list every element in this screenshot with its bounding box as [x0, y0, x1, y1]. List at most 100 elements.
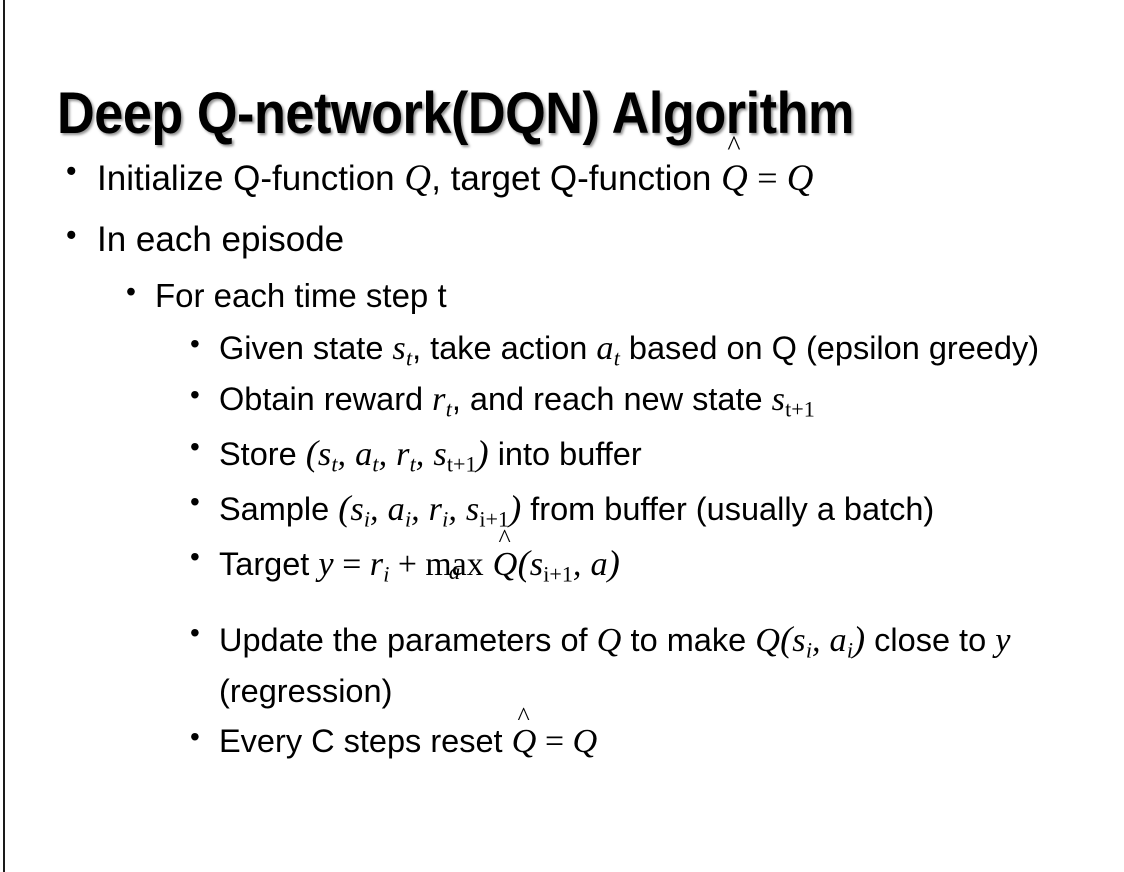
math-sub-i-plus-1: i+1: [479, 506, 510, 532]
math-var-s: s: [317, 435, 332, 474]
math-paren-close: ): [476, 433, 489, 474]
math-sub-t-plus-1: t+1: [785, 396, 815, 422]
math-sub-t: t: [445, 396, 452, 422]
math-comma: ,: [411, 489, 429, 528]
math-var-q-hat: Q^: [511, 703, 537, 767]
math-sub-t: t: [331, 451, 338, 477]
math-var-s: s: [771, 380, 786, 419]
math-var-a: a: [590, 544, 608, 583]
bullet-every-c-steps-reset: • Every C steps reset Q^ = Q: [0, 703, 1124, 768]
math-var-q2: Q: [755, 621, 781, 660]
bullet-dot-icon: •: [190, 327, 200, 359]
math-sub-i: i: [363, 506, 371, 532]
bullet-given-state-text: Given state st, take action at based on …: [219, 323, 1098, 375]
math-var-q-hat: Q^: [492, 526, 518, 590]
bullet-dot-icon: •: [126, 275, 136, 308]
math-var-s2: s: [465, 489, 480, 528]
math-comma: ,: [448, 489, 466, 528]
page-title: Deep Q-network(DQN) Algorithm: [57, 80, 855, 146]
math-paren-open: (: [338, 487, 351, 528]
math-var-a: a: [596, 328, 614, 367]
bullet-for-each-time-step-text: For each time step t: [155, 276, 447, 314]
math-var-q: Q: [572, 721, 598, 760]
bullet-dot-icon: •: [190, 540, 200, 572]
math-operator-max-subscript: a: [448, 558, 461, 584]
bullet-obtain-reward: • Obtain reward rt, and reach new state …: [0, 374, 1124, 426]
bullet-dot-icon: •: [190, 379, 200, 411]
text-run: (regression): [219, 673, 393, 710]
bullet-every-c-steps-reset-text: Every C steps reset Q^ = Q: [219, 703, 1098, 768]
text-run: from buffer (usually a batch): [521, 490, 935, 527]
text-run: close to: [865, 622, 996, 659]
math-operator-max-label: max: [425, 545, 484, 583]
math-comma: ,: [415, 435, 434, 474]
math-var-r: r: [396, 435, 410, 474]
bullet-in-each-episode-text: In each episode: [97, 219, 345, 259]
bullet-obtain-reward-text: Obtain reward rt, and reach new state st…: [219, 374, 1098, 426]
text-run: , and reach new state: [451, 381, 772, 418]
math-var-a: a: [829, 621, 847, 660]
math-sub-i: i: [805, 638, 812, 664]
bullet-in-each-episode: • In each episode: [0, 210, 1124, 270]
text-run: to make: [621, 622, 756, 659]
bullet-update-parameters: • Update the parameters of Q to make Q(s…: [0, 612, 1124, 716]
math-var-y: y: [995, 621, 1011, 660]
bullet-dot-icon: •: [190, 431, 200, 463]
math-var-q-hat: Q^: [721, 132, 748, 210]
bullet-dot-icon: •: [66, 218, 77, 252]
math-equals: =: [333, 545, 370, 583]
math-var-r: r: [428, 489, 443, 528]
text-run: Obtain reward: [219, 381, 433, 418]
slide-left-edge-rule: [3, 0, 5, 872]
bullet-sample: • Sample (si, ai, ri, si+1) from buffer …: [0, 481, 1124, 536]
bullet-for-each-time-step: • For each time step t: [0, 270, 1124, 323]
math-sub-i-plus-1: i+1: [543, 561, 573, 587]
math-sub-t: t: [405, 345, 413, 371]
text-run: Given state: [219, 329, 393, 366]
math-sub-t: t: [613, 345, 620, 371]
math-var-s2: s: [433, 435, 447, 474]
math-comma: ,: [378, 435, 397, 474]
math-comma: ,: [370, 489, 388, 528]
math-comma: ,: [572, 544, 591, 583]
math-var-y: y: [318, 544, 334, 583]
text-run: , take action: [412, 329, 597, 366]
bullet-dot-icon: •: [190, 720, 200, 752]
math-var-q: Q: [404, 157, 432, 198]
math-equals: =: [536, 722, 573, 760]
math-var-s: s: [792, 621, 806, 660]
math-var-r: r: [432, 380, 446, 419]
math-var-r: r: [369, 544, 384, 583]
math-paren-close: ): [509, 487, 522, 528]
slide-body: • Initialize Q-function Q, target Q-func…: [0, 132, 1124, 768]
text-run: into buffer: [488, 436, 642, 473]
math-var-q: Q: [596, 621, 622, 660]
math-sub-t: t: [372, 451, 379, 477]
math-var-q-base: Q: [721, 157, 748, 198]
math-sub-i: i: [846, 638, 853, 664]
text-run: based on Q (epsilon greedy): [619, 329, 1040, 366]
bullet-update-parameters-text: Update the parameters of Q to make Q(si,…: [219, 612, 1098, 716]
math-var-q-base: Q: [492, 544, 518, 583]
math-paren-open: (: [517, 542, 530, 583]
math-plus: +: [389, 545, 426, 583]
math-sub-i: i: [442, 506, 449, 532]
bullet-store: • Store (st, at, rt, st+1) into buffer: [0, 426, 1124, 481]
bullet-dot-icon: •: [66, 155, 77, 188]
math-paren-open: (: [780, 619, 793, 660]
math-paren-open: (: [305, 433, 318, 474]
math-paren-close: ): [607, 542, 620, 583]
math-sub-i: i: [404, 506, 412, 532]
bullet-given-state: • Given state st, take action at based o…: [0, 323, 1124, 375]
math-equals: =: [747, 158, 787, 198]
math-var-a: a: [387, 489, 405, 528]
text-run: Target: [219, 545, 319, 582]
text-run: Every C steps reset: [219, 722, 512, 759]
math-var-s: s: [529, 544, 544, 583]
bullet-initialize-text: Initialize Q-function Q, target Q-functi…: [97, 132, 1124, 210]
math-comma: ,: [811, 621, 830, 660]
math-var-q-base: Q: [511, 721, 537, 760]
